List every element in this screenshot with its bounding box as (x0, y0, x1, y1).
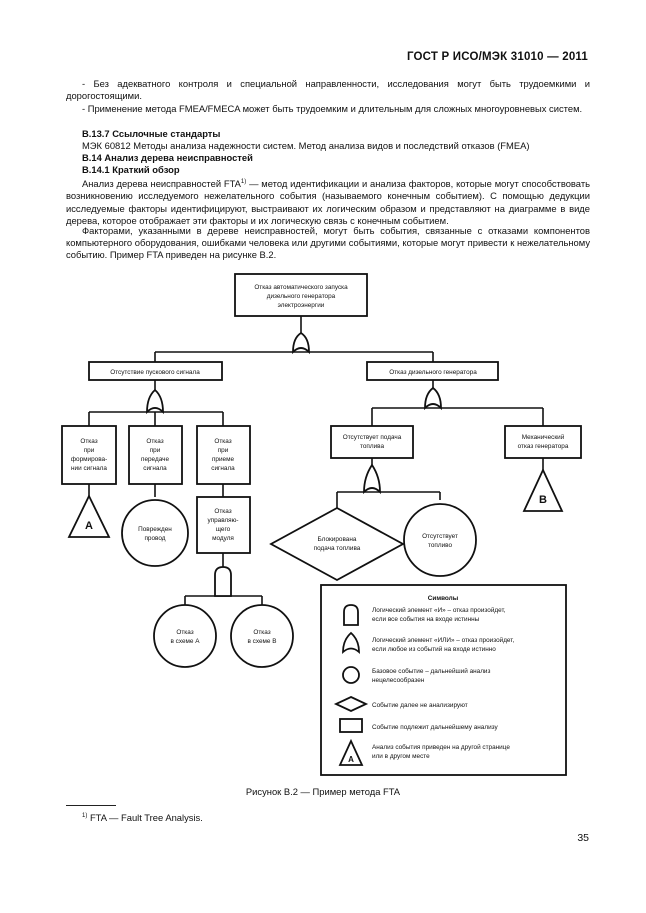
and-gate-icon (343, 604, 359, 626)
event-failure-transmit-line: сигнала (143, 465, 167, 472)
event-failure-receive (196, 425, 251, 485)
or-gate-icon (363, 463, 381, 495)
event-diesel-failure-label: Отказ дизельного генератора (389, 369, 477, 376)
or-gate-icon (292, 331, 310, 355)
event-diesel-failure (366, 361, 499, 381)
damaged-wire-line: провод (144, 535, 165, 542)
rectangle-icon (339, 718, 363, 733)
heading-b-13-7: B.13.7 Ссылочные стандарты (82, 128, 221, 139)
event-no-fuel-supply (330, 425, 414, 459)
circuit-a-line: Отказ (176, 629, 193, 636)
control-module-line: Отказ (214, 508, 231, 515)
footnote-divider (66, 805, 116, 806)
heading-b-14-1: B.14.1 Краткий обзор (82, 164, 180, 175)
event-failure-transmit (128, 425, 183, 485)
basic-event-no-fuel (403, 503, 477, 577)
event-failure-forming-line: при (84, 447, 95, 454)
event-failure-receive-line: сигнала (211, 465, 235, 472)
heading-b-14: B.14 Анализ дерева неисправностей (82, 152, 253, 163)
document-header: ГОСТ Р ИСО/МЭК 31010 — 2011 (406, 51, 588, 63)
legend-intermediate: Событие подлежит дальнейшему анализу (372, 723, 499, 731)
footnote: 1) FTA — Fault Tree Analysis. (82, 812, 203, 823)
or-gate-icon (146, 388, 164, 415)
page-number: 35 (577, 832, 589, 844)
control-module-line: щего (216, 526, 231, 533)
no-fuel-basic-line: топливо (428, 542, 452, 549)
legend-transfer-line: или в другом месте (372, 753, 430, 760)
event-failure-receive-line: при (218, 447, 229, 454)
legend-title: Символы (428, 595, 459, 602)
no-fuel-basic-line: Отсутствует (422, 533, 458, 540)
event-failure-transmit-line: передаче (141, 456, 169, 463)
or-gate-icon (424, 386, 442, 411)
transfer-triangle-b (522, 467, 564, 512)
transfer-triangle-a (67, 493, 111, 538)
event-failure-forming-line: формирова- (71, 456, 107, 463)
legend-undeveloped: Событие далее не анализируют (372, 701, 468, 709)
legend-or-line: Логический элемент «ИЛИ» – отказ произой… (372, 636, 514, 644)
transfer-b-label: B (539, 494, 547, 506)
event-control-module-failure (196, 496, 251, 554)
event-failure-forming-line: Отказ (80, 438, 97, 445)
legend-box (320, 584, 567, 776)
damaged-wire-line: Поврежден (138, 526, 172, 533)
fuel-blocked-line: подача топлива (314, 545, 361, 552)
top-event-line-2: дизельного генератора (267, 293, 336, 300)
basic-event-circuit-b (230, 604, 294, 668)
event-mechanical-failure-line: отказ генератора (518, 443, 569, 450)
event-no-start-signal (88, 361, 223, 381)
paragraph-fta-overview: Анализ дерева неисправностей FTA1) — мет… (66, 178, 590, 226)
event-failure-transmit-line: Отказ (146, 438, 163, 445)
circuit-a-line: в схеме A (170, 638, 200, 645)
paragraph-drawbacks-1: - Без адекватного контроля и специальной… (66, 78, 590, 102)
event-failure-forming-line: нии сигнала (71, 465, 107, 472)
legend-basic-line: Базовое событие – дальнейший анализ (372, 667, 490, 675)
footnote-mark: 1) (82, 812, 88, 819)
event-mechanical-failure-line: Механический (522, 433, 565, 441)
event-no-start-signal-label: Отсутствие пускового сигнала (110, 369, 200, 376)
basic-event-circuit-a (153, 604, 217, 668)
top-event-box (234, 273, 368, 317)
basic-event-damaged-wire (121, 499, 189, 567)
fuel-blocked-line: Блокирована (318, 536, 357, 543)
event-failure-forming (61, 425, 117, 485)
circuit-b-line: Отказ (253, 629, 270, 636)
legend-and-line: если все события на входе истинны (372, 615, 480, 623)
legend-and-line: Логический элемент «И» – отказ произойде… (372, 606, 506, 614)
event-no-fuel-supply-line: топлива (360, 443, 384, 450)
diamond-icon (333, 696, 369, 712)
paragraph-drawbacks-2: - Применение метода FMEA/FMECA может быт… (82, 103, 583, 114)
legend-basic-line: нецелесообразен (372, 676, 425, 684)
undeveloped-event-fuel-blocked (269, 506, 405, 582)
event-no-fuel-supply-line: Отсутствует подача (343, 434, 402, 441)
event-mechanical-failure (504, 425, 582, 459)
circuit-b-line: в схеме B (247, 638, 276, 645)
basic-event-circle-icon (342, 666, 360, 684)
event-failure-receive-line: приеме (212, 456, 235, 463)
event-failure-transmit-line: при (150, 447, 161, 454)
legend-transfer-line: Анализ события приведен на другой страни… (372, 743, 510, 751)
top-event-line-1: Отказ автоматического запуска (254, 284, 348, 291)
event-failure-receive-line: Отказ (214, 438, 231, 445)
paragraph-fta-factors: Факторами, указанными в дереве неисправн… (66, 225, 590, 261)
paragraph-standards: МЭК 60812 Методы анализа надежности сист… (82, 140, 530, 151)
footnote-text: FTA — Fault Tree Analysis. (87, 812, 203, 823)
control-module-line: управляю- (207, 517, 238, 524)
transfer-a-label: A (85, 520, 93, 532)
transfer-triangle-icon (338, 738, 364, 766)
legend-transfer-letter: A (348, 755, 354, 764)
legend-or-line: если любое из событий на входе истинно (372, 645, 496, 653)
top-event-line-3: электроэнергии (278, 302, 325, 309)
figure-caption: Рисунок B.2 — Пример метода FTA (245, 786, 401, 797)
or-gate-icon (342, 631, 360, 654)
and-gate-icon (214, 566, 232, 597)
control-module-line: модуля (212, 535, 234, 542)
